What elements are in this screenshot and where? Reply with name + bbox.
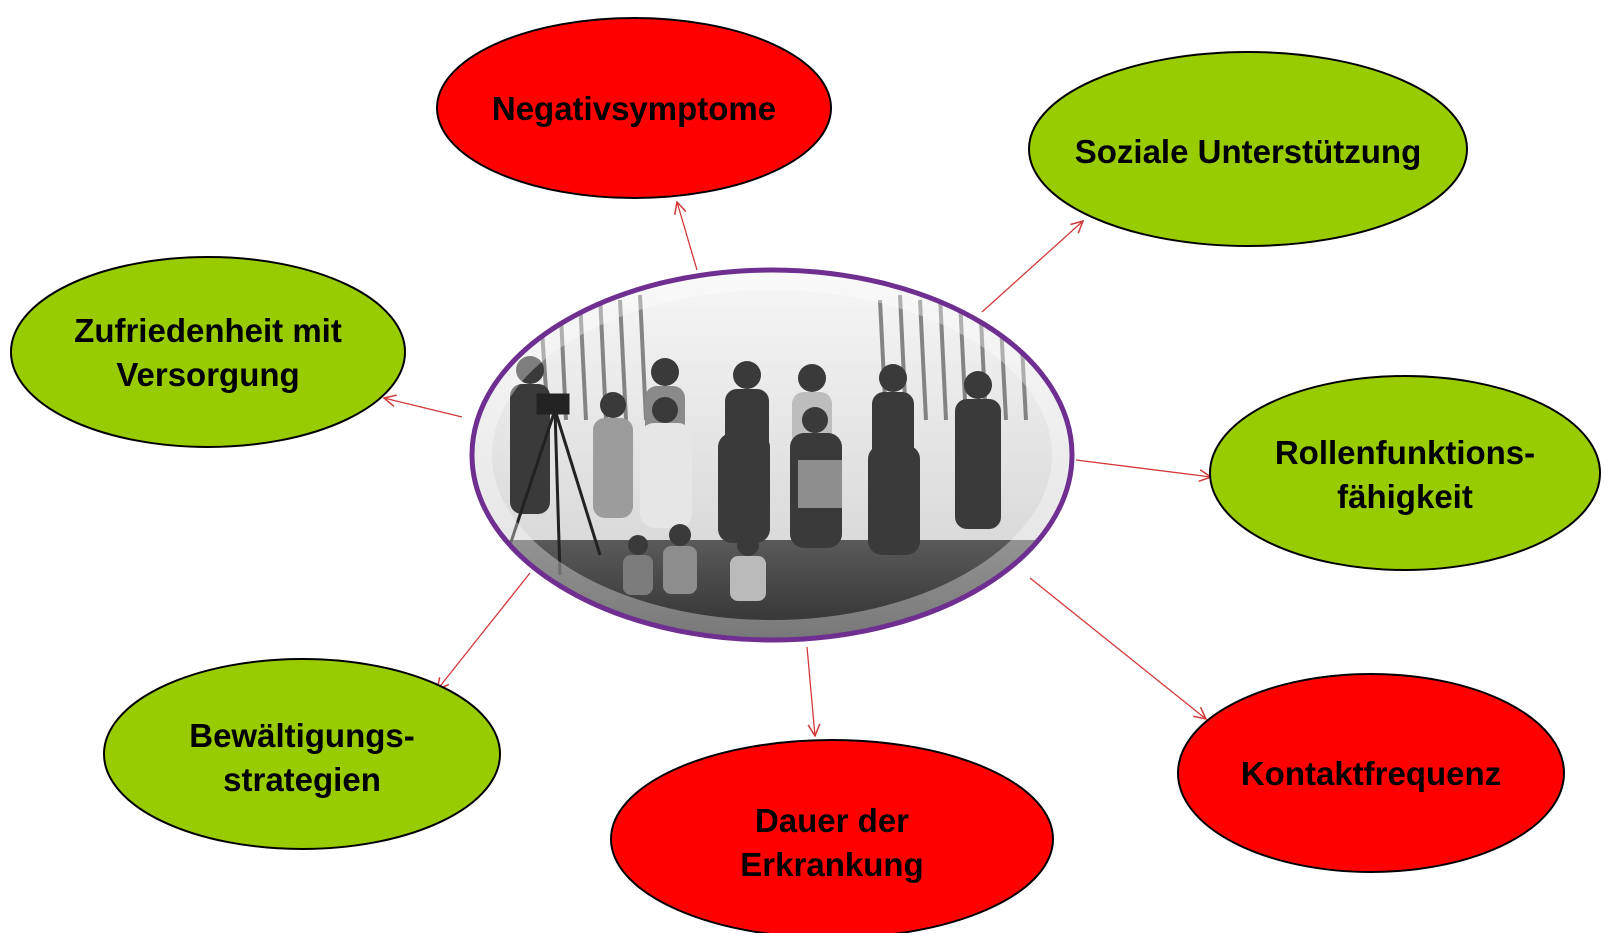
node-label-negativsymptome-0: Negativsymptome: [492, 90, 776, 127]
node-label-soziale-unterstuetzung-0: Soziale Unterstützung: [1075, 133, 1422, 170]
node-label-dauer-1: Erkrankung: [740, 846, 923, 883]
node-label-rollenfunktion-1: fähigkeit: [1337, 478, 1473, 515]
node-kontaktfrequenz: Kontaktfrequenz: [1178, 674, 1564, 872]
node-label-dauer-0: Dauer der: [755, 802, 909, 839]
arrow-to-kontaktfrequenz: [1030, 578, 1206, 719]
node-negativsymptome: Negativsymptome: [437, 18, 831, 198]
node-shape-bewaeltigung: [104, 659, 500, 849]
arrow-to-negativsymptome: [677, 202, 697, 270]
arrow-to-zufriedenheit: [384, 398, 462, 417]
center-photo: [470, 268, 1075, 650]
node-label-kontaktfrequenz-0: Kontaktfrequenz: [1241, 755, 1501, 792]
arrow-to-rollenfunktion: [1076, 460, 1211, 477]
node-bewaeltigung: Bewältigungs-strategien: [104, 659, 500, 849]
arrow-to-soziale-unterstuetzung: [982, 221, 1083, 312]
node-label-zufriedenheit-1: Versorgung: [116, 356, 299, 393]
arrow-to-dauer: [807, 647, 815, 736]
node-label-bewaeltigung-1: strategien: [223, 761, 381, 798]
node-label-rollenfunktion-0: Rollenfunktions-: [1275, 434, 1535, 471]
arrow-to-bewaeltigung: [437, 573, 530, 690]
node-rollenfunktion: Rollenfunktions-fähigkeit: [1210, 376, 1600, 570]
node-soziale-unterstuetzung: Soziale Unterstützung: [1029, 52, 1467, 246]
node-label-zufriedenheit-0: Zufriedenheit mit: [74, 312, 342, 349]
node-shape-rollenfunktion: [1210, 376, 1600, 570]
node-label-bewaeltigung-0: Bewältigungs-: [189, 717, 415, 754]
node-shape-zufriedenheit: [11, 257, 405, 447]
